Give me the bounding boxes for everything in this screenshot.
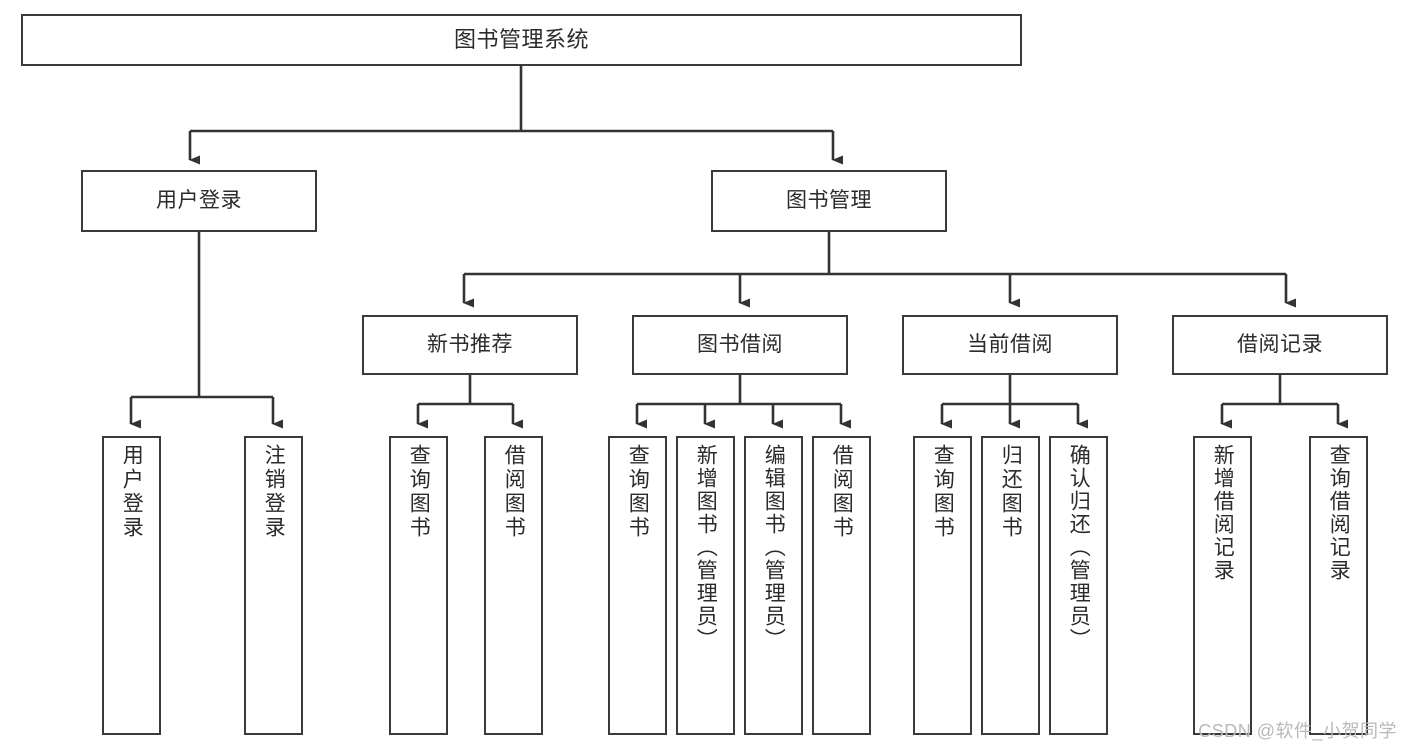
leaf-query-borrow-record[interactable]: 查询借阅记录 [1309,436,1368,735]
node-label: 查询图书 [407,444,431,540]
node-label: 确认归还（管理员） [1067,444,1091,651]
node-label: 归还图书 [999,444,1023,540]
node-label: 查询图书 [626,444,650,540]
leaf-user-login[interactable]: 用户登录 [102,436,161,735]
node-book-borrow[interactable]: 图书借阅 [632,315,848,375]
leaf-query-book-current[interactable]: 查询图书 [913,436,972,735]
leaf-add-book-admin[interactable]: 新增图书（管理员） [676,436,735,735]
leaf-add-borrow-record[interactable]: 新增借阅记录 [1193,436,1252,735]
node-label: 借阅记录 [1237,333,1323,357]
node-borrow-record[interactable]: 借阅记录 [1172,315,1388,375]
leaf-borrow-book[interactable]: 借阅图书 [812,436,871,735]
node-label: 用户登录 [120,444,144,540]
node-label: 新书推荐 [427,333,513,357]
node-label: 借阅图书 [830,444,854,540]
node-label: 当前借阅 [967,333,1053,357]
node-label: 查询图书 [931,444,955,540]
leaf-edit-book-admin[interactable]: 编辑图书（管理员） [744,436,803,735]
node-current-borrow[interactable]: 当前借阅 [902,315,1118,375]
node-label: 用户登录 [156,189,242,213]
node-user-login[interactable]: 用户登录 [81,170,317,232]
node-label: 新增图书（管理员） [694,444,718,651]
node-label: 借阅图书 [502,444,526,540]
leaf-query-book-borrow[interactable]: 查询图书 [608,436,667,735]
leaf-borrow-book-recommend[interactable]: 借阅图书 [484,436,543,735]
leaf-user-logout[interactable]: 注销登录 [244,436,303,735]
node-label: 注销登录 [262,444,286,540]
node-new-book-recommend[interactable]: 新书推荐 [362,315,578,375]
node-label: 编辑图书（管理员） [762,444,786,651]
leaf-query-book-recommend[interactable]: 查询图书 [389,436,448,735]
node-book-management[interactable]: 图书管理 [711,170,947,232]
node-label: 图书借阅 [697,333,783,357]
node-label: 查询借阅记录 [1327,444,1351,582]
leaf-confirm-return-admin[interactable]: 确认归还（管理员） [1049,436,1108,735]
node-root-book-management-system[interactable]: 图书管理系统 [21,14,1022,66]
node-label: 新增借阅记录 [1211,444,1235,582]
node-label: 图书管理 [786,189,872,213]
node-label: 图书管理系统 [453,26,589,52]
leaf-return-book[interactable]: 归还图书 [981,436,1040,735]
watermark-text: CSDN @软件_小贺同学 [1198,721,1397,741]
